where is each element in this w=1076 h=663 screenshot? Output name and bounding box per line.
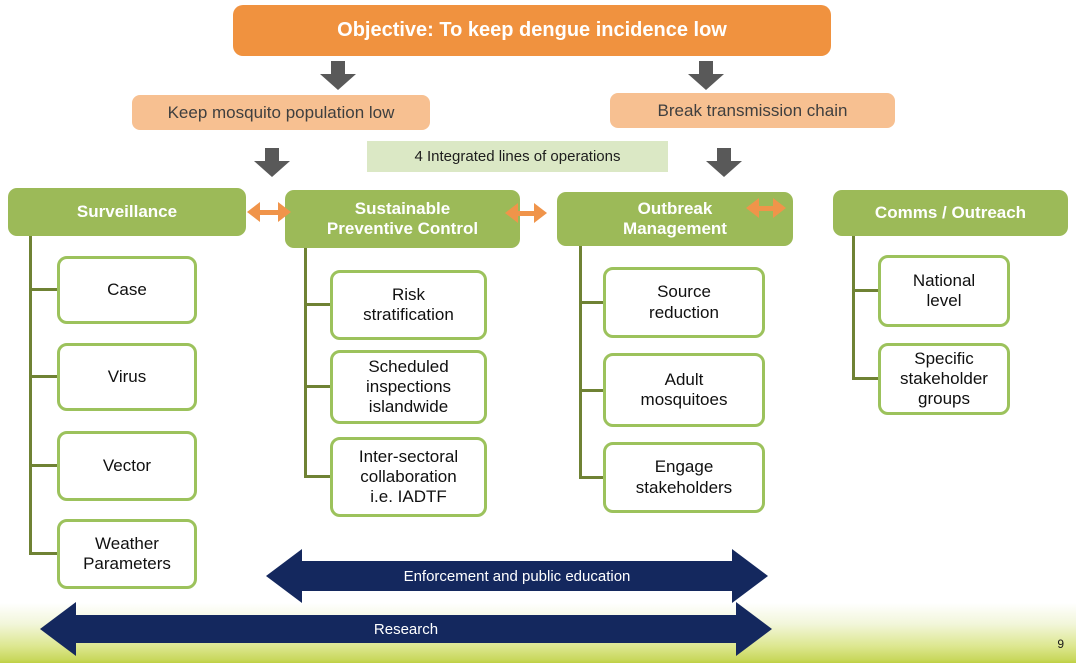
operations-label-box: 4 Integrated lines of operations — [367, 141, 668, 172]
arrow-head — [505, 203, 518, 223]
arrow-head — [320, 74, 356, 90]
arrow-head — [254, 161, 290, 177]
tree-line — [852, 236, 855, 379]
arrow-head — [688, 74, 724, 90]
pillar-item-specific-stakeholder-groups: Specific stakeholder groups — [878, 343, 1010, 415]
enforcement-span-arrow: Enforcement and public education — [266, 549, 768, 603]
pillar-item-scheduled-inspections: Scheduled inspections islandwide — [330, 350, 487, 424]
tree-line — [579, 389, 603, 392]
enforcement-label: Enforcement and public education — [403, 567, 631, 585]
operations-label: 4 Integrated lines of operations — [414, 148, 621, 165]
item-label: Inter-sectoral collaboration i.e. IADTF — [358, 446, 459, 507]
arrow-bar — [257, 210, 281, 215]
tree-line — [304, 248, 307, 478]
pillar-item-national-level: National level — [878, 255, 1010, 327]
down-arrow-icon — [254, 148, 290, 177]
arrow-head — [773, 198, 786, 218]
arrow-head — [732, 549, 768, 603]
tree-line — [29, 552, 57, 555]
pillar-title: Outbreak Management — [623, 198, 727, 238]
pillar-title: Sustainable Preventive Control — [326, 198, 479, 238]
arrow-head — [746, 198, 759, 218]
tree-line — [304, 475, 330, 478]
item-label: Case — [107, 279, 147, 299]
tree-line — [579, 476, 603, 479]
down-arrow-icon — [706, 148, 742, 177]
arrow-stem — [331, 61, 345, 74]
objective-box: Objective: To keep dengue incidence low — [233, 5, 831, 56]
down-arrow-icon — [320, 61, 356, 90]
item-label: National level — [912, 270, 976, 310]
arrow-stem — [717, 148, 731, 161]
tree-line — [304, 385, 330, 388]
pillar-header-comms-outreach: Comms / Outreach — [833, 190, 1068, 236]
arrow-stem — [265, 148, 279, 161]
tree-line — [304, 303, 330, 306]
pillar-header-surveillance: Surveillance — [8, 188, 246, 236]
research-label-bar: Research — [70, 615, 742, 643]
pillar-item-weather-parameters: Weather Parameters — [57, 519, 197, 589]
objective-label: Objective: To keep dengue incidence low — [337, 19, 727, 41]
item-label: Weather Parameters — [83, 533, 171, 573]
double-arrow-icon — [746, 198, 786, 218]
double-arrow-icon — [505, 203, 547, 223]
item-label: Virus — [107, 366, 147, 386]
research-label: Research — [373, 620, 439, 638]
tree-line — [29, 236, 32, 555]
arrow-head — [247, 202, 260, 222]
pillar-item-source-reduction: Source reduction — [603, 267, 765, 338]
page-number: 9 — [1057, 637, 1064, 651]
item-label: Scheduled inspections islandwide — [365, 356, 452, 417]
pillar-item-virus: Virus — [57, 343, 197, 411]
pillar-title: Surveillance — [76, 201, 178, 221]
tree-line — [579, 246, 582, 478]
pillar-header-sustainable-preventive-control: Sustainable Preventive Control — [285, 190, 520, 248]
double-arrow-icon — [247, 202, 291, 222]
item-label: Risk stratification — [363, 284, 454, 324]
goal-break-transmission: Break transmission chain — [610, 93, 895, 128]
pillar-item-engage-stakeholders: Engage stakeholders — [603, 442, 765, 513]
arrow-bar — [756, 206, 776, 211]
down-arrow-icon — [688, 61, 724, 90]
item-label: Adult mosquitoes — [640, 369, 728, 409]
pillar-title: Comms / Outreach — [874, 202, 1027, 222]
item-label: Engage stakeholders — [635, 457, 733, 497]
tree-line — [852, 289, 878, 292]
arrow-head — [278, 202, 291, 222]
arrow-stem — [699, 61, 713, 74]
pillar-item-vector: Vector — [57, 431, 197, 501]
tree-line — [29, 375, 57, 378]
tree-line — [852, 377, 878, 380]
enforcement-label-bar: Enforcement and public education — [296, 561, 738, 591]
tree-line — [579, 301, 603, 304]
arrow-head — [736, 602, 772, 656]
research-span-arrow: Research — [40, 602, 772, 656]
goal-keep-mosquito-low: Keep mosquito population low — [132, 95, 430, 130]
arrow-head — [534, 203, 547, 223]
arrow-head — [706, 161, 742, 177]
pillar-item-risk-stratification: Risk stratification — [330, 270, 487, 340]
tree-line — [29, 288, 57, 291]
goal-label: Keep mosquito population low — [167, 102, 395, 122]
arrow-bar — [515, 211, 537, 216]
pillar-item-adult-mosquitoes: Adult mosquitoes — [603, 353, 765, 427]
tree-line — [29, 464, 57, 467]
pillar-item-case: Case — [57, 256, 197, 324]
item-label: Specific stakeholder groups — [900, 348, 988, 409]
goal-label: Break transmission chain — [657, 100, 848, 120]
pillar-item-intersectoral-collaboration: Inter-sectoral collaboration i.e. IADTF — [330, 437, 487, 517]
item-label: Vector — [102, 455, 152, 475]
item-label: Source reduction — [649, 282, 719, 322]
